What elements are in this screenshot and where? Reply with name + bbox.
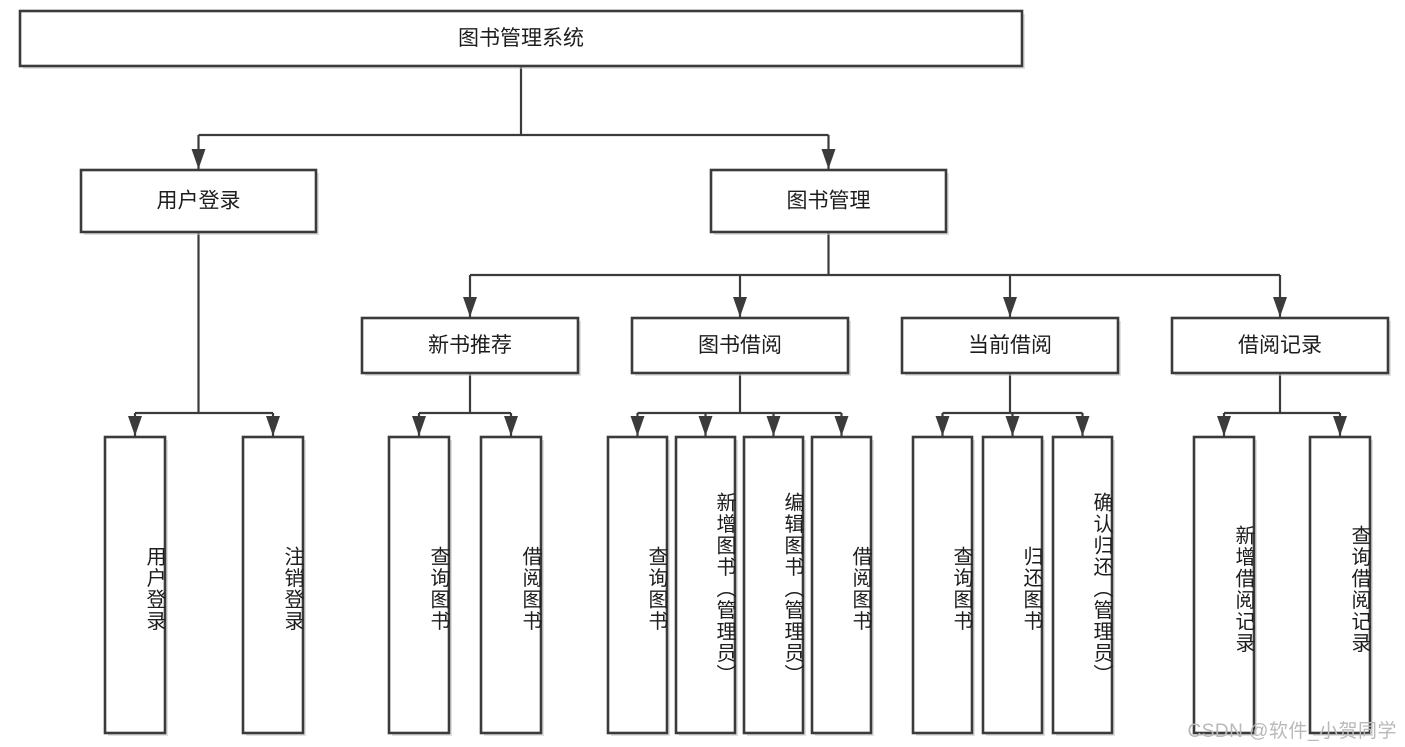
node-box-root[interactable]	[18, 9, 1024, 68]
new-book-rec-to-leaves-arrow-0	[412, 416, 426, 436]
borrow-record-to-leaves-arrow-0	[1217, 416, 1231, 436]
book-borrow-to-leaves-arrow-0	[630, 416, 645, 436]
node-box-leaf-user-login[interactable]	[103, 435, 167, 735]
node-box-leaf-borrow-book-rec[interactable]	[479, 435, 543, 735]
book-borrow-to-leaves-arrow-3	[834, 416, 849, 436]
boxes-layer	[18, 9, 1391, 736]
node-label-root: 图书管理系统	[458, 27, 584, 50]
csdn-watermark: CSDN @软件_小贺同学	[1187, 721, 1397, 742]
bookmanage-to-level3-arrow-2	[1003, 297, 1017, 317]
node-label-user-login: 用户登录	[157, 190, 241, 213]
root-to-level2-arrow-0	[191, 149, 206, 169]
connectors-layer	[128, 66, 1347, 436]
node-box-book-manage[interactable]	[709, 168, 948, 234]
node-label-new-book-rec: 新书推荐	[428, 334, 512, 357]
current-borrow-to-leaves-arrow-1	[1005, 416, 1020, 436]
node-box-leaf-return-book[interactable]	[981, 435, 1044, 735]
node-box-user-login[interactable]	[79, 168, 318, 234]
node-box-current-borrow[interactable]	[900, 316, 1120, 375]
bookmanage-to-level3-arrow-3	[1273, 297, 1287, 317]
node-box-leaf-user-logout[interactable]	[241, 435, 305, 735]
bookmanage-to-level3-arrow-1	[733, 297, 747, 317]
current-borrow-to-leaves-arrow-2	[1075, 416, 1090, 436]
node-box-leaf-query-book-rec[interactable]	[387, 435, 451, 735]
borrow-record-to-leaves-arrow-1	[1333, 416, 1347, 436]
node-box-leaf-query-book-current[interactable]	[911, 435, 974, 735]
node-box-new-book-rec[interactable]	[360, 316, 580, 375]
node-label-borrow-record: 借阅记录	[1238, 334, 1322, 357]
user-login-to-leaves-arrow-0	[128, 416, 142, 436]
book-borrow-to-leaves-arrow-1	[698, 416, 713, 436]
node-box-leaf-borrow-book[interactable]	[810, 435, 873, 735]
node-label-book-manage: 图书管理	[787, 190, 871, 213]
book-borrow-to-leaves-arrow-2	[766, 416, 781, 436]
node-box-book-borrow[interactable]	[630, 316, 850, 375]
node-box-leaf-add-book[interactable]	[674, 435, 737, 735]
node-box-borrow-record[interactable]	[1170, 316, 1390, 375]
node-box-leaf-edit-book[interactable]	[742, 435, 805, 735]
node-box-leaf-query-record[interactable]	[1308, 435, 1372, 735]
node-label-current-borrow: 当前借阅	[968, 334, 1052, 357]
bookmanage-to-level3-arrow-0	[463, 297, 477, 317]
node-label-book-borrow: 图书借阅	[698, 334, 782, 357]
node-box-leaf-add-record[interactable]	[1192, 435, 1256, 735]
node-box-leaf-confirm-return[interactable]	[1051, 435, 1114, 735]
node-box-leaf-query-book-borrow[interactable]	[606, 435, 669, 735]
user-login-to-leaves-arrow-1	[266, 416, 280, 436]
new-book-rec-to-leaves-arrow-1	[504, 416, 518, 436]
root-to-level2-arrow-1	[821, 149, 836, 169]
current-borrow-to-leaves-arrow-0	[935, 416, 950, 436]
